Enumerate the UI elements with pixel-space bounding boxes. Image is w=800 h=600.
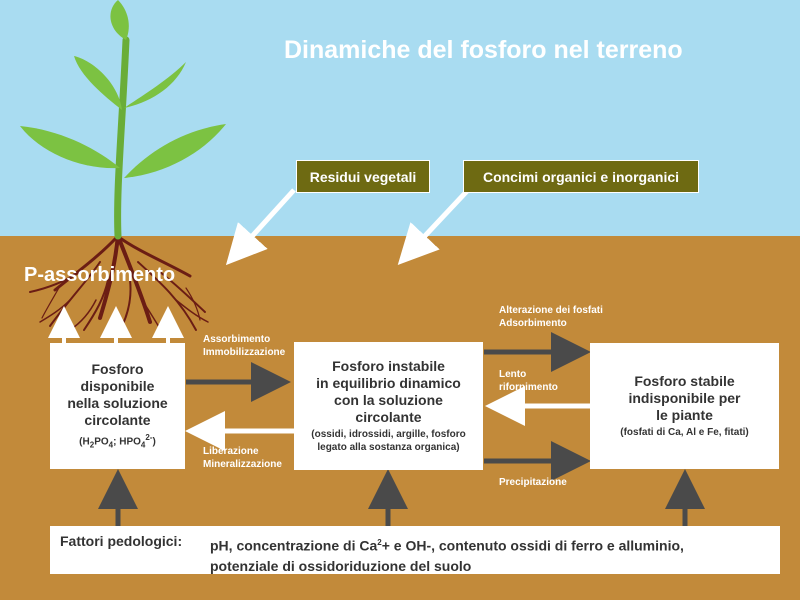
arrow-residui [225,188,296,266]
label-assorbimento: Assorbimento Immobilizzazione [203,334,286,358]
tag-residui-vegetali: Residui vegetali [296,160,430,193]
tag-concimi: Concimi organici e inorganici [463,160,699,193]
box-fosforo-instabile: Fosforo instabile in equilibrio dinamico… [294,342,483,470]
label-p-assorbimento: P-assorbimento [24,264,176,286]
label-alterazione: Alterazione dei fosfati Adsorbimento [499,305,603,329]
sky-background [0,0,800,236]
box-disponibile-title: Fosforo disponibile nella soluzione circ… [67,360,168,428]
factors-label: Fattori pedologici: [60,533,183,549]
label-precipitazione: Precipitazione [499,477,567,488]
box-stabile-sub: (fosfati di Ca, Al e Fe, fitati) [620,427,749,438]
box-fosforo-stabile: Fosforo stabile indisponibile per le pia… [590,343,779,469]
box-instabile-title: Fosforo instabile in equilibrio dinamico… [316,358,461,425]
box-disponibile-formula: (H2PO4; HPO42-) [79,432,156,450]
label-liberazione: Liberazione Mineralizzazione [203,446,282,470]
box-fattori-pedologici: Fattori pedologici: pH, concentrazione d… [50,526,780,574]
factors-value: pH, concentrazione di Ca2+ e OH-, conten… [210,537,684,574]
arrow-concimi [397,188,470,265]
box-stabile-title: Fosforo stabile indisponibile per le pia… [628,373,741,423]
label-lento: Lento rifornimento [499,369,558,393]
box-fosforo-disponibile: Fosforo disponibile nella soluzione circ… [50,343,185,469]
plant-icon [20,0,226,333]
box-instabile-sub: (ossidi, idrossidi, argille, fosforo leg… [311,429,466,453]
diagram-title: Dinamiche del fosforo nel terreno [284,36,683,64]
